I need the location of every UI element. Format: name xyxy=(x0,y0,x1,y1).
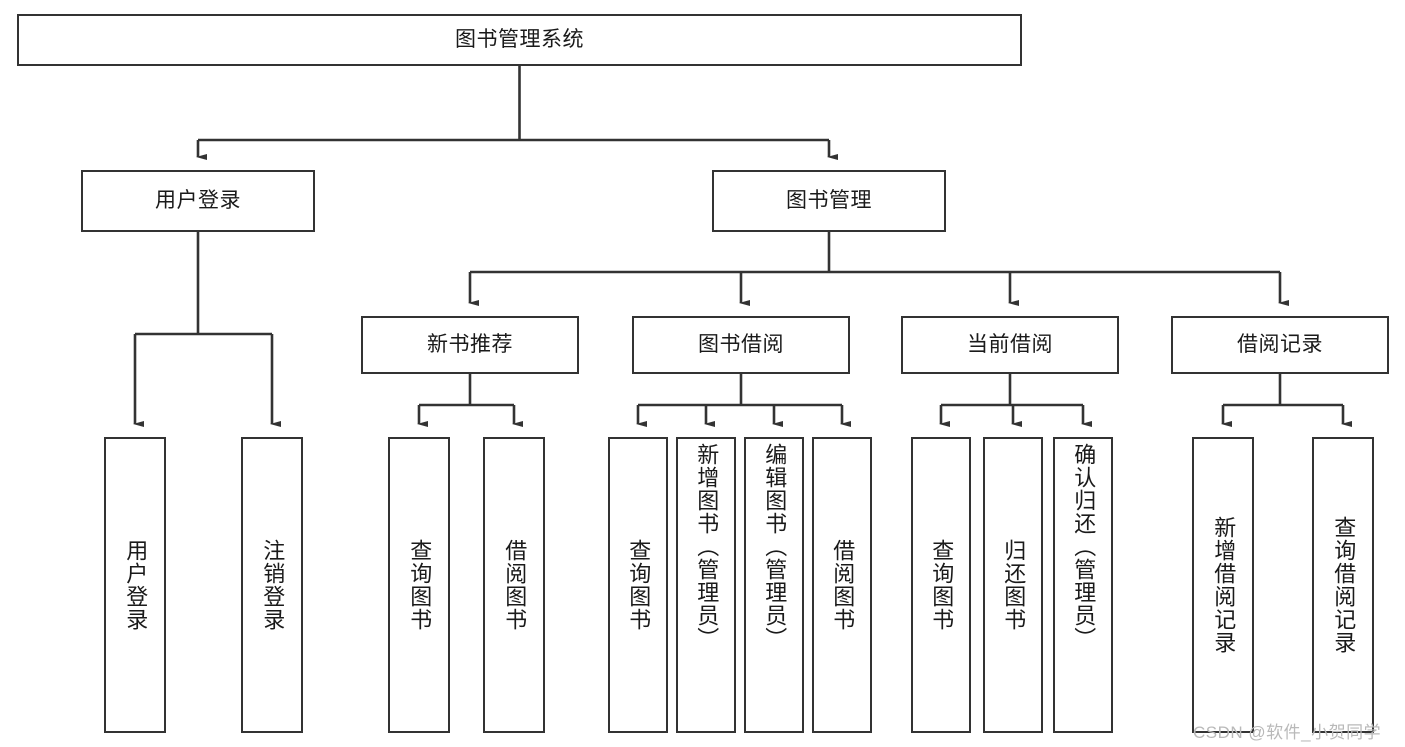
node-book-management[interactable]: 图书管理 xyxy=(712,170,946,232)
node-leaf-user-logout[interactable]: 注销登录 xyxy=(241,437,303,733)
node-leaf-add-borrow-record-label: 新增借阅记录 xyxy=(1211,516,1237,654)
node-leaf-query-book-2-label: 查询图书 xyxy=(626,539,652,631)
node-leaf-user-logout-label: 注销登录 xyxy=(260,539,286,631)
node-leaf-query-book-2[interactable]: 查询图书 xyxy=(608,437,668,733)
node-leaf-edit-book[interactable]: 编辑图书（管理员） xyxy=(744,437,804,733)
node-user-login-label: 用户登录 xyxy=(155,188,241,212)
node-current-borrow[interactable]: 当前借阅 xyxy=(901,316,1119,374)
node-leaf-add-book-label: 新增图书（管理员） xyxy=(694,443,720,650)
node-new-book-recommend[interactable]: 新书推荐 xyxy=(361,316,579,374)
node-leaf-borrow-book-1-label: 借阅图书 xyxy=(502,539,528,631)
node-root-label: 图书管理系统 xyxy=(455,27,584,51)
node-leaf-add-book[interactable]: 新增图书（管理员） xyxy=(676,437,736,733)
node-borrow-record[interactable]: 借阅记录 xyxy=(1171,316,1389,374)
node-user-login[interactable]: 用户登录 xyxy=(81,170,315,232)
node-book-borrow[interactable]: 图书借阅 xyxy=(632,316,850,374)
node-borrow-record-label: 借阅记录 xyxy=(1237,332,1323,356)
node-leaf-borrow-book-1[interactable]: 借阅图书 xyxy=(483,437,545,733)
node-book-borrow-label: 图书借阅 xyxy=(698,332,784,356)
node-leaf-query-borrow-record[interactable]: 查询借阅记录 xyxy=(1312,437,1374,733)
node-leaf-add-borrow-record[interactable]: 新增借阅记录 xyxy=(1192,437,1254,733)
node-leaf-user-login-label: 用户登录 xyxy=(123,539,149,631)
node-leaf-query-borrow-record-label: 查询借阅记录 xyxy=(1331,516,1357,654)
node-leaf-confirm-return[interactable]: 确认归还（管理员） xyxy=(1053,437,1113,733)
node-current-borrow-label: 当前借阅 xyxy=(967,332,1053,356)
node-leaf-borrow-book-2-label: 借阅图书 xyxy=(830,539,856,631)
node-leaf-query-book-3[interactable]: 查询图书 xyxy=(911,437,971,733)
node-leaf-query-book-1[interactable]: 查询图书 xyxy=(388,437,450,733)
node-leaf-user-login[interactable]: 用户登录 xyxy=(104,437,166,733)
node-new-book-recommend-label: 新书推荐 xyxy=(427,332,513,356)
node-leaf-return-book-label: 归还图书 xyxy=(1001,539,1027,631)
node-leaf-query-book-3-label: 查询图书 xyxy=(929,539,955,631)
node-leaf-return-book[interactable]: 归还图书 xyxy=(983,437,1043,733)
csdn-watermark: CSDN @软件_小贺同学 xyxy=(1193,723,1382,742)
node-book-management-label: 图书管理 xyxy=(786,188,872,212)
node-leaf-query-book-1-label: 查询图书 xyxy=(407,539,433,631)
node-leaf-edit-book-label: 编辑图书（管理员） xyxy=(762,443,788,650)
node-leaf-borrow-book-2[interactable]: 借阅图书 xyxy=(812,437,872,733)
node-leaf-confirm-return-label: 确认归还（管理员） xyxy=(1071,443,1097,650)
node-root[interactable]: 图书管理系统 xyxy=(17,14,1022,66)
